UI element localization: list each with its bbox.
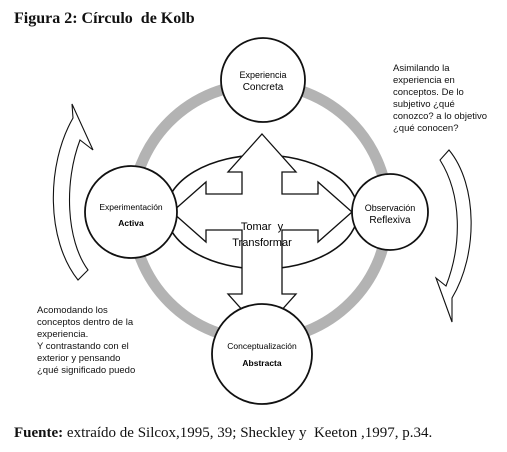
node-bottom-circle: [211, 303, 313, 405]
note-left-line: experiencia.: [37, 329, 89, 340]
note-right-line: experiencia en: [393, 75, 455, 86]
note-right-line: conceptos. De lo: [393, 87, 464, 98]
note-assimilating: Asimilando la experiencia en conceptos. …: [393, 63, 493, 135]
note-left-line: Acomodando los: [37, 305, 108, 316]
note-left-line: ¿qué significado puedo: [37, 365, 136, 376]
center-line1: Tomar y: [241, 221, 284, 233]
node-bottom-line2: Abstracta: [242, 358, 281, 368]
note-left-line: exterior y pensando: [37, 353, 121, 364]
figure-title: Figura 2: Círculo de Kolb: [14, 10, 195, 27]
four-way-arrow: [171, 133, 353, 333]
note-accommodating: Acomodando los conceptos dentro de la ex…: [37, 305, 157, 377]
node-bottom-line1: Conceptualización: [227, 341, 297, 351]
center-line2: Transformar: [232, 237, 292, 249]
right-curved-arrow-icon: [434, 149, 472, 323]
node-right-line2: Reflexiva: [369, 215, 411, 226]
node-left-circle: [84, 165, 178, 259]
node-left-line1: Experimentación: [99, 202, 163, 212]
node-top-line1: Experiencia: [239, 70, 286, 80]
node-right-line1: Observación: [365, 203, 416, 213]
left-curved-arrow-icon: [52, 103, 94, 281]
source-caption: Fuente: extraído de Silcox,1995, 39; She…: [14, 425, 432, 442]
note-right-line: conozco? a lo objetivo: [393, 111, 488, 122]
node-right-circle: [351, 173, 429, 251]
node-top-line2: Concreta: [243, 82, 284, 93]
note-right-line: Asimilando la: [393, 63, 450, 74]
caption-label: Fuente:: [14, 425, 64, 441]
node-top-circle: [220, 37, 306, 123]
node-left-line2: Activa: [118, 218, 144, 228]
note-right-line: ¿qué conocen?: [393, 123, 459, 134]
note-left-line: Y contrastando con el: [37, 341, 129, 352]
caption-text: extraído de Silcox,1995, 39; Sheckley y …: [63, 425, 433, 441]
note-left-line: conceptos dentro de la: [37, 317, 134, 328]
note-right-line: subjetivo ¿qué: [393, 99, 455, 110]
